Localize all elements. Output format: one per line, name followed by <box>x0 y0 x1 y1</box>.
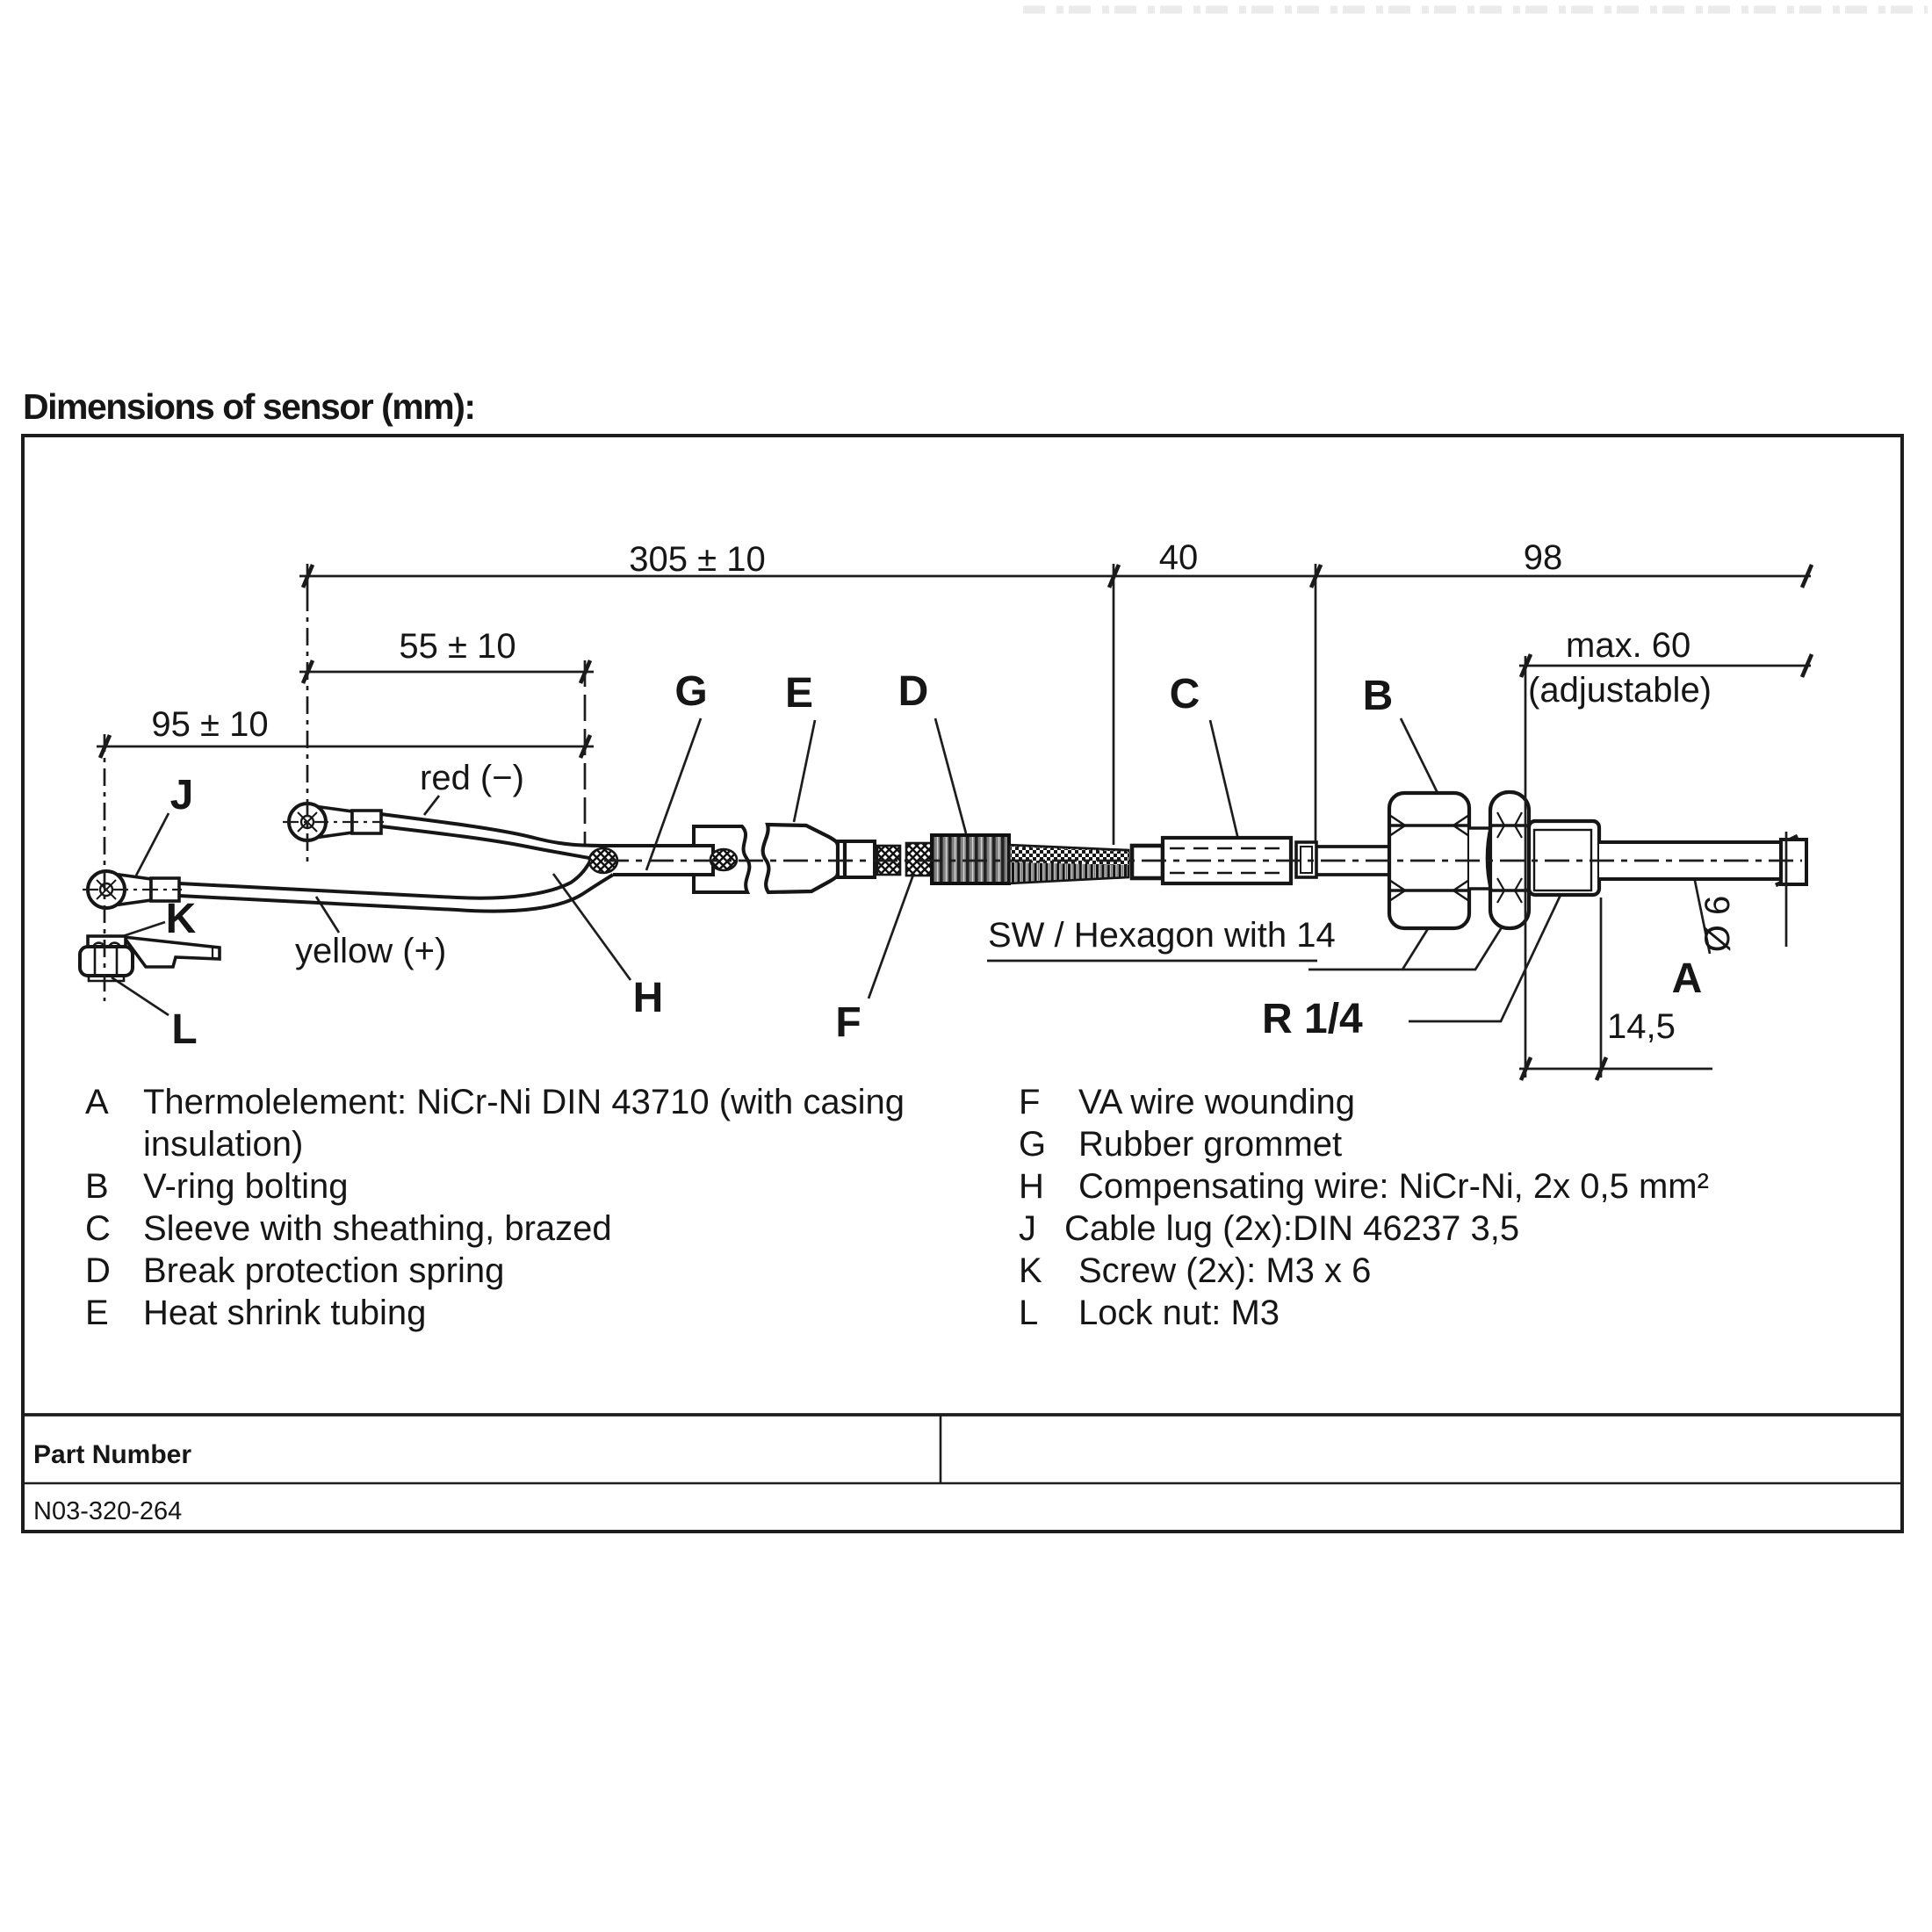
svg-text:14,5: 14,5 <box>1607 1007 1676 1046</box>
svg-text:G: G <box>674 668 707 715</box>
svg-text:C: C <box>85 1209 111 1248</box>
svg-text:R 1/4: R 1/4 <box>1262 996 1363 1042</box>
svg-text:305 ± 10: 305 ± 10 <box>629 540 765 579</box>
svg-text:(adjustable): (adjustable) <box>1528 671 1712 710</box>
svg-text:Sleeve with sheathing, brazed: Sleeve with sheathing, brazed <box>143 1209 612 1248</box>
svg-text:95 ± 10: 95 ± 10 <box>151 705 268 744</box>
svg-text:Dimensions of sensor (mm):: Dimensions of sensor (mm): <box>23 386 476 427</box>
svg-text:insulation): insulation) <box>143 1125 303 1164</box>
svg-text:L: L <box>1019 1294 1038 1332</box>
svg-text:C: C <box>1170 671 1200 717</box>
svg-text:A: A <box>85 1083 109 1121</box>
svg-text:L: L <box>171 1006 197 1053</box>
svg-text:H: H <box>1019 1167 1044 1206</box>
svg-text:K: K <box>1019 1251 1042 1290</box>
svg-text:F: F <box>1019 1083 1040 1121</box>
svg-text:D: D <box>85 1251 111 1290</box>
svg-text:B: B <box>1363 673 1394 719</box>
svg-text:A: A <box>1672 955 1703 1002</box>
svg-text:55 ± 10: 55 ± 10 <box>399 627 515 666</box>
svg-text:Thermolelement: NiCr-Ni DIN 43: Thermolelement: NiCr-Ni DIN 43710 (with … <box>143 1083 905 1121</box>
svg-text:Screw (2x): M3 x 6: Screw (2x): M3 x 6 <box>1078 1251 1371 1290</box>
svg-text:Compensating wire: NiCr-Ni, 2x: Compensating wire: NiCr-Ni, 2x 0,5 mm² <box>1078 1167 1709 1206</box>
svg-text:E: E <box>785 670 813 717</box>
svg-text:G: G <box>1019 1125 1046 1164</box>
svg-text:J: J <box>1019 1209 1036 1248</box>
svg-text:H: H <box>633 975 664 1021</box>
svg-text:yellow (+): yellow (+) <box>295 932 446 970</box>
svg-text:V-ring bolting: V-ring bolting <box>143 1167 348 1206</box>
svg-text:K: K <box>166 896 197 942</box>
svg-text:J: J <box>170 772 194 818</box>
svg-text:N03-320-264: N03-320-264 <box>33 1497 182 1525</box>
svg-text:40: 40 <box>1159 538 1199 577</box>
svg-text:Break protection spring: Break protection spring <box>143 1251 504 1290</box>
svg-text:Part Number: Part Number <box>33 1440 191 1469</box>
svg-text:E: E <box>85 1294 109 1332</box>
svg-text:Ø 6: Ø 6 <box>1698 896 1737 952</box>
svg-text:Rubber grommet: Rubber grommet <box>1078 1125 1342 1164</box>
svg-text:Lock nut: M3: Lock nut: M3 <box>1078 1294 1280 1332</box>
svg-text:VA wire wounding: VA wire wounding <box>1078 1083 1355 1121</box>
svg-text:F: F <box>835 999 861 1046</box>
svg-text:Heat shrink tubing: Heat shrink tubing <box>143 1294 426 1332</box>
svg-text:max. 60: max. 60 <box>1566 626 1690 665</box>
svg-text:98: 98 <box>1524 538 1563 577</box>
svg-text:SW / Hexagon with 14: SW / Hexagon with 14 <box>988 916 1336 955</box>
svg-text:red (−): red (−) <box>420 759 524 797</box>
svg-text:D: D <box>898 668 929 715</box>
svg-text:Cable lug (2x):DIN 46237 3,5: Cable lug (2x):DIN 46237 3,5 <box>1064 1209 1519 1248</box>
svg-text:B: B <box>85 1167 109 1206</box>
